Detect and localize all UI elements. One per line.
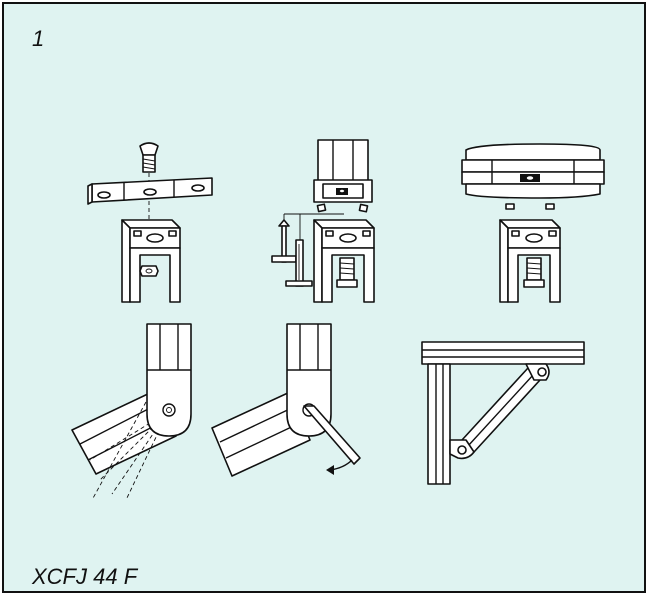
joint-block [121,219,181,303]
rotation-arrow-icon [326,459,353,475]
step-4-angle-adjustment [71,323,192,501]
horizontal-frame-profile [421,341,585,365]
product-code: XCFJ 44 F [32,564,138,589]
hex-key-icon [303,405,361,465]
connection-plate [87,177,213,205]
step-6-frame-bracing [421,341,585,485]
joint-block [499,219,561,303]
t-wrench-tool [271,213,344,287]
vertical-profile-with-swivel [146,323,192,437]
joint-block [313,219,375,303]
diagonal-brace [449,363,550,460]
vertical-profile-with-swivel [286,323,332,437]
step-3-profile-placement [461,143,605,303]
step-5-locking [211,323,361,477]
figure-number: 1 [32,26,45,51]
step-2-profile-mounting [271,139,375,303]
profile-section [461,143,605,199]
step-1-plate-mounting [87,142,213,303]
profile-end [313,139,373,213]
vertical-frame-profile [427,363,451,485]
countersunk-screw [139,142,159,173]
angled-profile [211,391,311,477]
